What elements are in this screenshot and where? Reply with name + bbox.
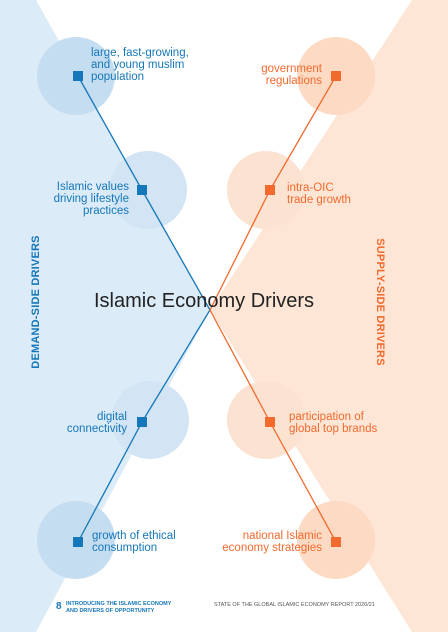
demand-driver-values: Islamic values driving lifestyle practic…	[53, 181, 129, 217]
page-number: 8	[56, 601, 62, 612]
demand-marker-2	[137, 185, 147, 195]
supply-driver-trade: intra-OIC trade growth	[287, 182, 351, 206]
supply-marker-3	[265, 417, 275, 427]
supply-marker-2	[265, 185, 275, 195]
demand-marker-4	[73, 537, 83, 547]
supply-driver-brands: participation of global top brands	[289, 411, 378, 435]
demand-marker-3	[137, 417, 147, 427]
supply-driver-strategies: national Islamic economy strategies	[222, 530, 322, 554]
photo-circle-values	[109, 151, 187, 229]
demand-side-background	[0, 0, 210, 632]
footer-report-title: STATE OF THE GLOBAL ISLAMIC ECONOMY REPO…	[214, 602, 375, 608]
demand-driver-population: large, fast-growing, and young muslim po…	[91, 47, 189, 83]
supply-connector-line	[209, 75, 337, 543]
supply-side-heading: SUPPLY-SIDE DRIVERS	[374, 238, 386, 366]
supply-marker-4	[331, 537, 341, 547]
demand-driver-ethical: growth of ethical consumption	[92, 530, 176, 554]
footer-section-title: INTRODUCING THE ISLAMIC ECONOMY AND DRIV…	[66, 601, 172, 614]
supply-marker-1	[331, 71, 341, 81]
demand-side-heading: DEMAND-SIDE DRIVERS	[30, 235, 42, 369]
page-title: Islamic Economy Drivers	[94, 290, 315, 312]
supply-driver-regulations: government regulations	[261, 63, 322, 87]
photo-circle-digital	[111, 381, 189, 459]
supply-side-background	[210, 0, 448, 632]
demand-marker-1	[73, 71, 83, 81]
demand-driver-digital: digital connectivity	[66, 411, 127, 435]
